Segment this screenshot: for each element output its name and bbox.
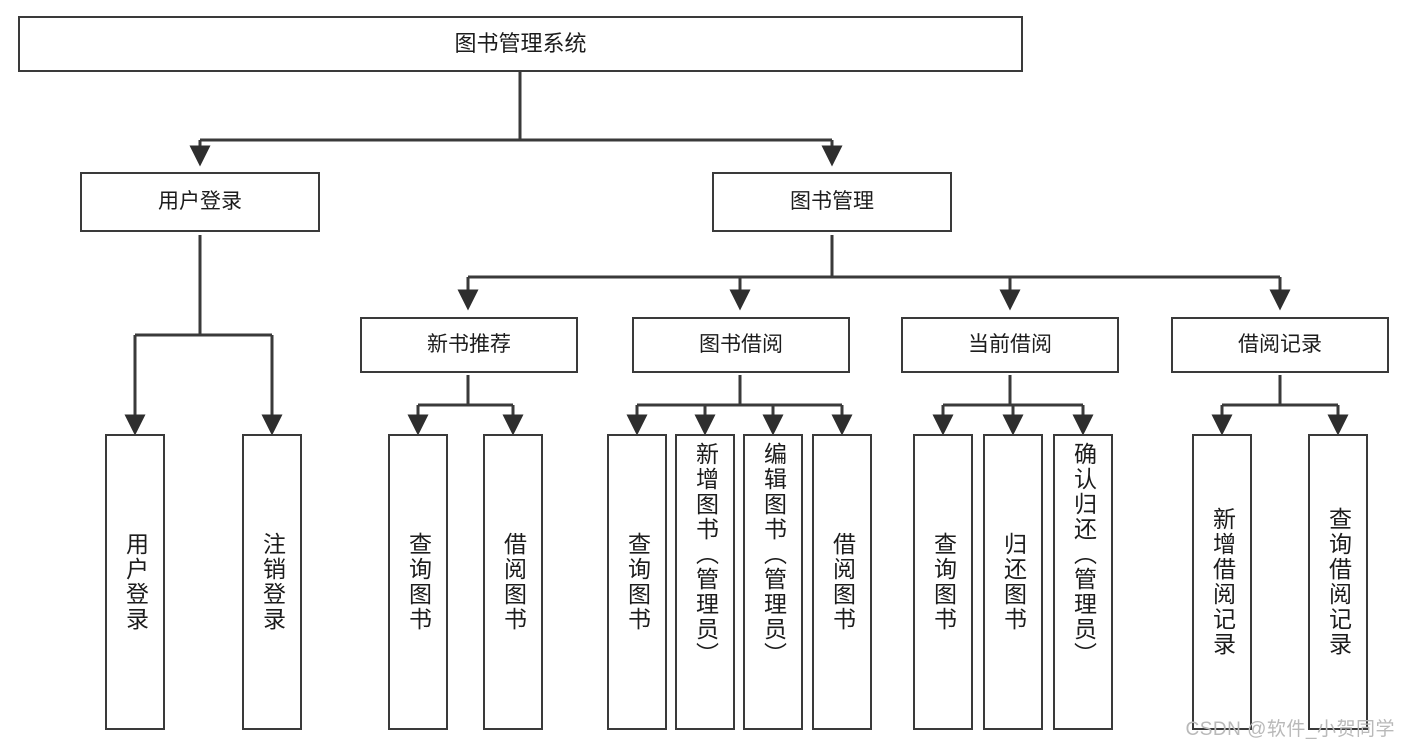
watermark-text: CSDN @软件_小贺同学 xyxy=(1185,719,1395,740)
node-leaf-user-logout-label: 注销登录 xyxy=(259,532,286,632)
node-new-book-recommend[interactable]: 新书推荐 xyxy=(360,317,578,373)
node-leaf-borrow-book-2-label: 借阅图书 xyxy=(829,532,856,632)
node-leaf-edit-book[interactable]: 编辑图书（管理员） xyxy=(743,434,803,730)
node-leaf-query-book-1[interactable]: 查询图书 xyxy=(388,434,448,730)
node-book-manage-label: 图书管理 xyxy=(790,190,874,214)
node-current-borrow-label: 当前借阅 xyxy=(968,333,1052,357)
node-new-book-recommend-label: 新书推荐 xyxy=(427,333,511,357)
node-leaf-user-logout[interactable]: 注销登录 xyxy=(242,434,302,730)
node-borrow-record-label: 借阅记录 xyxy=(1238,333,1322,357)
node-leaf-add-book[interactable]: 新增图书（管理员） xyxy=(675,434,735,730)
node-leaf-query-book-2[interactable]: 查询图书 xyxy=(607,434,667,730)
node-leaf-query-book-2-label: 查询图书 xyxy=(624,532,651,632)
node-user-login-label: 用户登录 xyxy=(158,190,242,214)
node-book-borrow-label: 图书借阅 xyxy=(699,333,783,357)
node-leaf-confirm-return-label: 确认归还（管理员） xyxy=(1070,442,1097,667)
node-leaf-borrow-book-1-label: 借阅图书 xyxy=(500,532,527,632)
node-current-borrow[interactable]: 当前借阅 xyxy=(901,317,1119,373)
node-leaf-query-record[interactable]: 查询借阅记录 xyxy=(1308,434,1368,730)
node-root[interactable]: 图书管理系统 xyxy=(18,16,1023,72)
node-leaf-query-book-1-label: 查询图书 xyxy=(405,532,432,632)
node-leaf-return-book-label: 归还图书 xyxy=(1000,532,1027,632)
node-leaf-confirm-return[interactable]: 确认归还（管理员） xyxy=(1053,434,1113,730)
node-leaf-edit-book-label: 编辑图书（管理员） xyxy=(760,442,787,667)
node-leaf-user-login[interactable]: 用户登录 xyxy=(105,434,165,730)
node-user-login[interactable]: 用户登录 xyxy=(80,172,320,232)
node-leaf-return-book[interactable]: 归还图书 xyxy=(983,434,1043,730)
node-leaf-add-record[interactable]: 新增借阅记录 xyxy=(1192,434,1252,730)
node-leaf-add-record-label: 新增借阅记录 xyxy=(1209,507,1236,657)
node-leaf-borrow-book-1[interactable]: 借阅图书 xyxy=(483,434,543,730)
node-leaf-add-book-label: 新增图书（管理员） xyxy=(692,442,719,667)
node-leaf-query-record-label: 查询借阅记录 xyxy=(1325,507,1352,657)
node-book-borrow[interactable]: 图书借阅 xyxy=(632,317,850,373)
node-leaf-borrow-book-2[interactable]: 借阅图书 xyxy=(812,434,872,730)
node-book-manage[interactable]: 图书管理 xyxy=(712,172,952,232)
node-borrow-record[interactable]: 借阅记录 xyxy=(1171,317,1389,373)
node-leaf-user-login-label: 用户登录 xyxy=(122,532,149,632)
node-root-label: 图书管理系统 xyxy=(454,30,587,56)
node-leaf-query-book-3[interactable]: 查询图书 xyxy=(913,434,973,730)
node-leaf-query-book-3-label: 查询图书 xyxy=(930,532,957,632)
